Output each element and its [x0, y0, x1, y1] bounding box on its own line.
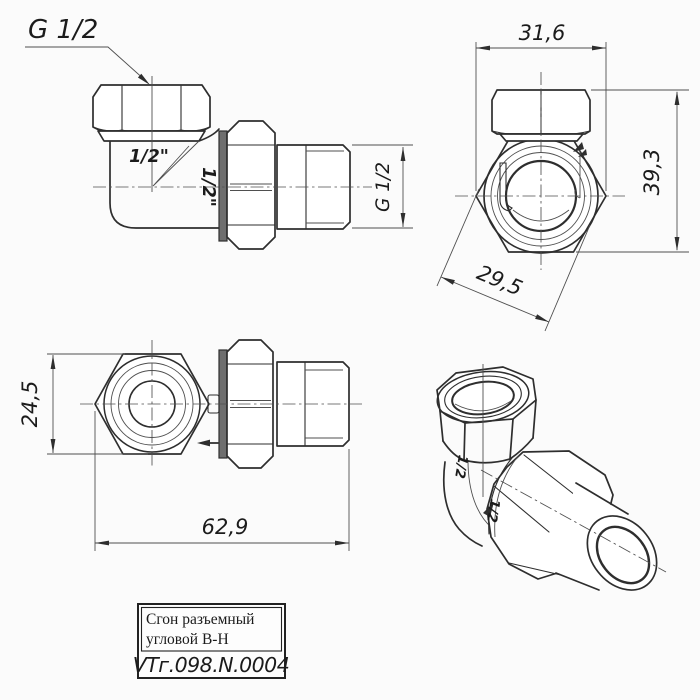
- dim-height: 39,3: [576, 89, 689, 253]
- iso-thread-mark: 1/2: [483, 498, 503, 524]
- dim-flats-front-text: 24,5: [18, 381, 42, 428]
- body-thread-label: 1/2": [129, 147, 169, 167]
- iso-opening-bore: [451, 380, 515, 416]
- elbow-neck-curve: [198, 128, 220, 142]
- clip-wire: [574, 150, 581, 199]
- view-front: 1/2" 1/2": [92, 76, 372, 250]
- view-left: [80, 339, 362, 469]
- iso-union-facet: [493, 485, 550, 533]
- clip-end-icon: [573, 142, 584, 152]
- iso-nut-bottom-arcs: [442, 437, 534, 464]
- iso-thread-mark: 1/2: [451, 454, 471, 480]
- clip-end-icon: [578, 149, 587, 157]
- iso-opening-rim: [436, 370, 530, 424]
- part-name-line1: Сгон разъемный: [146, 611, 254, 628]
- g-thread-callout-text: G 1/2: [28, 15, 98, 45]
- leader-arrow-icon: [137, 73, 150, 85]
- g-thread-male-text: G 1/2: [373, 162, 394, 212]
- title-block: Сгон разъемный угловой В-Н VTг.098.N.000…: [133, 603, 290, 679]
- marker-arrow-icon: [197, 439, 210, 447]
- iso-cylinder-bottom: [555, 572, 600, 591]
- view-side: [455, 72, 625, 270]
- iso-body-left-silhouette: [442, 461, 483, 547]
- iso-union-facet: [508, 562, 562, 576]
- union-flange: [218, 130, 228, 242]
- iso-union-facet: [523, 454, 581, 500]
- dim-width: 31,6: [475, 21, 607, 191]
- union-nut-outline: [226, 120, 276, 250]
- iso-flange-arc: [494, 454, 520, 538]
- hex-nut-outline: [92, 84, 211, 132]
- title-block-border: [137, 603, 286, 679]
- dim-length-text: 62,9: [202, 515, 249, 539]
- dim-g-half-male: G 1/2: [352, 144, 413, 229]
- arrow-up-icon: [674, 91, 680, 105]
- inner-tab: [499, 162, 513, 212]
- thread-pointer-lines: [152, 140, 200, 187]
- iso-flange-arc: [488, 457, 513, 535]
- arrow-icon: [441, 277, 455, 285]
- dimension-line: [440, 276, 550, 323]
- arrow-down-icon: [674, 237, 680, 251]
- iso-stamp-mark-icon: [483, 502, 494, 517]
- elbow-body-outline: [109, 140, 220, 229]
- part-name-line2: угловой В-Н: [146, 631, 229, 648]
- nut-seat: [97, 130, 206, 142]
- iso-body-curve: [467, 459, 493, 529]
- arrow-left-icon: [476, 45, 490, 51]
- leader-line: [25, 46, 147, 82]
- iso-cylinder-top: [575, 482, 629, 515]
- view-iso: 1/2 1/2: [436, 364, 667, 591]
- dim-height-text: 39,3: [640, 149, 664, 196]
- iso-nut-side-edges: [439, 399, 537, 461]
- arrow-icon: [535, 314, 549, 322]
- article-number: VTг.098.N.0004: [133, 653, 290, 677]
- iso-opening-ring: [444, 375, 522, 419]
- extension-line: [544, 224, 591, 332]
- arrow-up-icon: [400, 147, 406, 161]
- dim-flats-front: 24,5: [18, 353, 148, 455]
- iso-end-face: [586, 515, 658, 591]
- dim-length: 62,9: [94, 411, 350, 551]
- arrow-down-icon: [400, 213, 406, 227]
- iso-axis-line: [480, 469, 667, 573]
- dim-width-text: 31,6: [519, 21, 566, 45]
- dim-flats-diagonal-text: 29,5: [473, 260, 525, 300]
- arrow-up-icon: [50, 355, 56, 369]
- arrow-right-icon: [335, 540, 349, 546]
- nut-seat: [499, 133, 584, 142]
- arrow-left-icon: [95, 540, 109, 546]
- bore-inner-arc: [512, 209, 570, 222]
- callout-g-half: G 1/2: [25, 15, 150, 85]
- iso-bore: [595, 525, 651, 585]
- arrow-right-icon: [592, 45, 606, 51]
- extension-line: [436, 188, 480, 287]
- arrow-down-icon: [50, 439, 56, 453]
- title-block-name-cell: [140, 606, 283, 652]
- union-thread-label: 1/2": [198, 167, 218, 207]
